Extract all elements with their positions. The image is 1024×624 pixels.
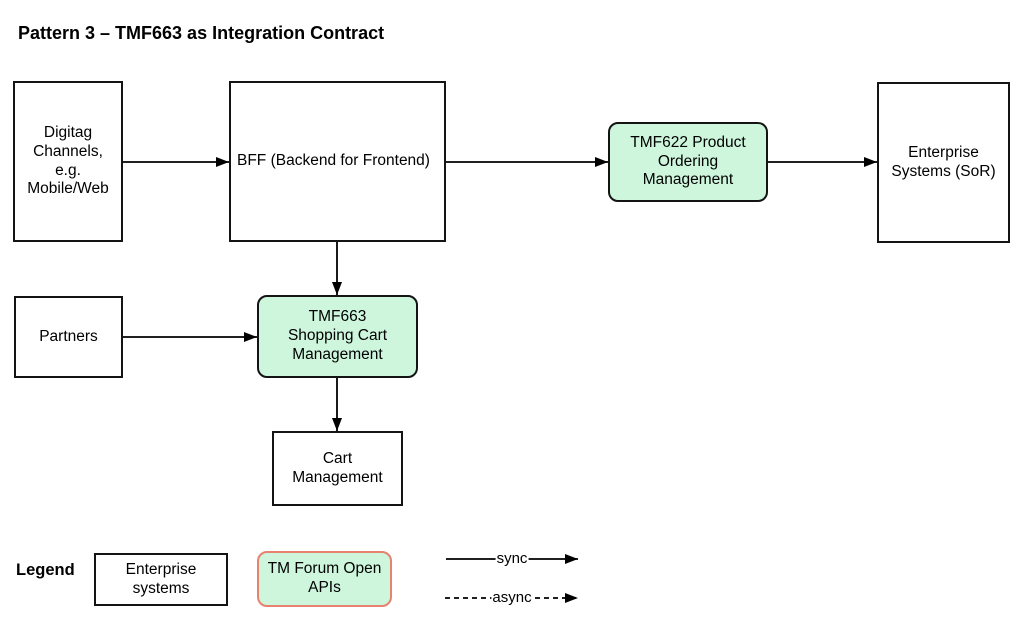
node-tmf622-product-ordering: TMF622 Product Ordering Management	[608, 122, 768, 202]
node-partners: Partners	[14, 296, 123, 378]
node-enterprise-sor-label: Enterprise Systems (SoR)	[891, 143, 996, 180]
node-digitag-channels: Digitag Channels, e.g. Mobile/Web	[13, 81, 123, 242]
node-tmf663-label: TMF663 Shopping Cart Management	[287, 308, 388, 363]
node-partners-label: Partners	[39, 327, 98, 345]
node-tmf663-shopping-cart: TMF663 Shopping Cart Management	[257, 295, 418, 378]
node-bff: BFF (Backend for Frontend)	[229, 81, 446, 242]
legend-enterprise-systems-box: Enterprise systems	[94, 553, 228, 606]
node-digitag-channels-label: Digitag Channels, e.g. Mobile/Web	[27, 123, 109, 198]
node-tmf622-label: TMF622 Product Ordering Management	[630, 133, 746, 189]
node-enterprise-systems-sor: Enterprise Systems (SoR)	[877, 82, 1010, 243]
legend-tmforum-open-apis-box: TM Forum Open APIs	[257, 551, 392, 607]
legend-sync-label: sync	[495, 549, 529, 568]
legend-tmforum-open-apis-label: TM Forum Open APIs	[267, 560, 382, 596]
node-cart-management: Cart Management	[272, 431, 403, 506]
legend-heading: Legend	[16, 561, 75, 579]
legend-enterprise-systems-label: Enterprise systems	[125, 560, 197, 597]
legend-async-label: async	[491, 588, 533, 607]
node-cart-management-label: Cart Management	[292, 449, 383, 486]
diagram-title: Pattern 3 – TMF663 as Integration Contra…	[18, 23, 385, 43]
node-bff-label: BFF (Backend for Frontend)	[237, 152, 430, 170]
